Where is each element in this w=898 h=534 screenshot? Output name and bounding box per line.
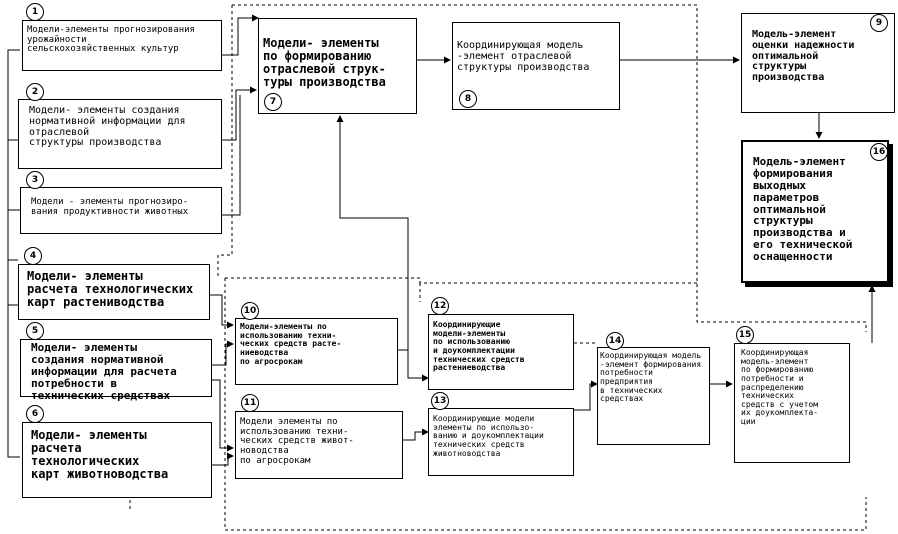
model-number-8: 8 xyxy=(459,90,477,108)
model-box-6[interactable]: Модели- элементы расчета технологических… xyxy=(22,422,212,498)
model-box-9[interactable]: Модель-элемент оценки надежности оптимал… xyxy=(741,13,895,113)
model-box-4[interactable]: Модели- элементы расчета технологических… xyxy=(18,264,210,320)
model-number-12: 12 xyxy=(431,297,449,315)
model-box-16-text: Модель-элемент формирования выходных пар… xyxy=(753,155,853,263)
model-number-14: 14 xyxy=(606,332,624,350)
model-box-11-text: Модели элементы по использованию техни- … xyxy=(240,417,354,466)
model-box-5[interactable]: Модели- элементы создания нормативной ин… xyxy=(20,339,212,401)
model-box-6-text: Модели- элементы расчета технологических… xyxy=(31,428,169,481)
model-box-12[interactable]: Координирующие модели-элементы по исполь… xyxy=(428,314,574,390)
model-box-3-text: Модели - элементы прогнозиро- вания прод… xyxy=(31,197,189,217)
model-box-7-text: Модели- элементы по формированию отрасле… xyxy=(263,36,386,89)
model-number-11: 11 xyxy=(241,394,259,412)
model-box-13-text: Координирующие модели элементы по исполь… xyxy=(433,414,544,458)
model-number-13: 13 xyxy=(431,392,449,410)
model-box-1-text: Модели-элементы прогнозирования урожайно… xyxy=(27,25,195,55)
model-box-15-text: Координирующая модель-элемент по формиро… xyxy=(741,348,819,426)
model-number-10: 10 xyxy=(241,302,259,320)
model-box-15[interactable]: Координирующая модель-элемент по формиро… xyxy=(734,343,850,463)
model-box-2[interactable]: Модели- элементы создания нормативной ин… xyxy=(18,99,222,169)
model-box-5-text: Модели- элементы создания нормативной ин… xyxy=(31,341,177,402)
model-box-4-text: Модели- элементы расчета технологических… xyxy=(27,269,194,309)
model-number-7: 7 xyxy=(264,93,282,111)
model-box-14-text: Координирующая модель -элемент формирова… xyxy=(600,351,702,404)
model-box-8[interactable]: Координирующая модель -элемент отраслево… xyxy=(452,22,620,110)
model-number-2: 2 xyxy=(26,83,44,101)
model-box-14[interactable]: Координирующая модель -элемент формирова… xyxy=(597,347,710,445)
model-box-13[interactable]: Координирующие модели элементы по исполь… xyxy=(428,408,574,476)
model-number-9: 9 xyxy=(870,14,888,32)
model-box-10-text: Модели-элементы по использованию техни- … xyxy=(240,322,342,366)
model-number-4: 4 xyxy=(24,247,42,265)
model-box-10[interactable]: Модели-элементы по использованию техни- … xyxy=(235,318,398,385)
model-box-11[interactable]: Модели элементы по использованию техни- … xyxy=(235,411,403,479)
model-box-1[interactable]: Модели-элементы прогнозирования урожайно… xyxy=(22,20,222,71)
model-number-1: 1 xyxy=(26,3,44,21)
model-box-8-text: Координирующая модель -элемент отраслево… xyxy=(457,40,590,73)
model-box-3[interactable]: Модели - элементы прогнозиро- вания прод… xyxy=(20,187,222,234)
model-box-12-text: Координирующие модели-элементы по исполь… xyxy=(433,320,525,373)
model-number-15: 15 xyxy=(736,326,754,344)
model-box-9-text: Модель-элемент оценки надежности оптимал… xyxy=(752,29,855,84)
model-number-6: 6 xyxy=(26,405,44,423)
model-box-2-text: Модели- элементы создания нормативной ин… xyxy=(29,105,186,149)
model-number-16: 16 xyxy=(870,143,888,161)
model-box-16[interactable]: Модель-элемент формирования выходных пар… xyxy=(741,140,889,283)
model-number-5: 5 xyxy=(26,322,44,340)
model-box-7[interactable]: Модели- элементы по формированию отрасле… xyxy=(258,18,417,114)
model-number-3: 3 xyxy=(26,171,44,189)
